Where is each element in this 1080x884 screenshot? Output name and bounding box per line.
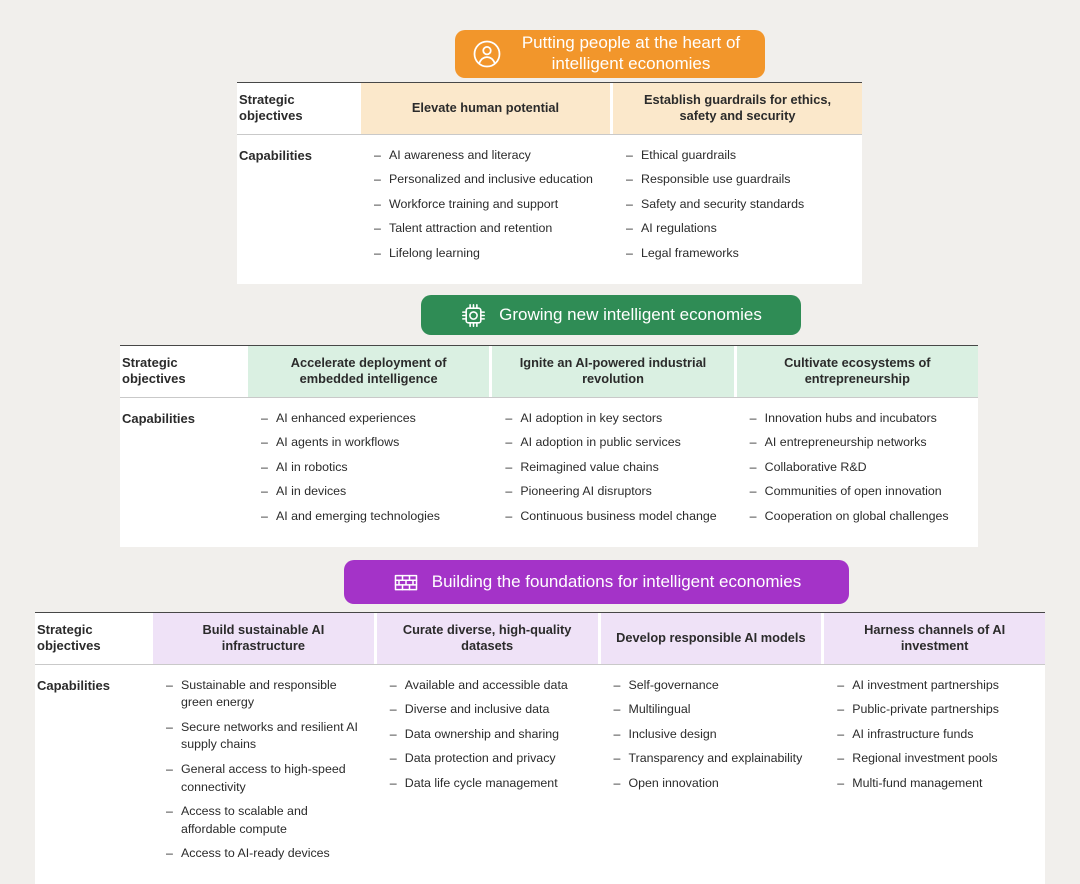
capability-cell: AI awareness and literacy Personalized a… (361, 134, 610, 284)
capability-item: AI in devices (261, 483, 479, 501)
capability-item: Open innovation (614, 775, 812, 793)
strategic-objectives-label: Strategic objectives (237, 83, 358, 134)
foundations-banner: Building the foundations for intelligent… (344, 560, 849, 604)
capability-item: Available and accessible data (390, 677, 588, 695)
capability-item: Workforce training and support (374, 196, 600, 214)
capability-item: Data ownership and sharing (390, 726, 588, 744)
capability-item: AI regulations (626, 220, 852, 238)
capability-item: AI awareness and literacy (374, 147, 600, 165)
capability-item: Data life cycle management (390, 775, 588, 793)
capability-item: Sustainable and responsible green energy (166, 677, 364, 712)
capability-item: Safety and security standards (626, 196, 852, 214)
capability-item: Collaborative R&D (750, 459, 968, 477)
column-header: Cultivate ecosystems of entrepreneurship (736, 346, 978, 397)
capability-item: Data protection and privacy (390, 750, 588, 768)
capability-item: Secure networks and resilient AI supply … (166, 719, 364, 754)
strategic-objectives-label: Strategic objectives (35, 613, 150, 664)
capability-item: Inclusive design (614, 726, 812, 744)
capability-list: Innovation hubs and incubators AI entrep… (750, 410, 968, 526)
column-header: Develop responsible AI models (600, 613, 822, 664)
capability-item: Continuous business model change (505, 508, 723, 526)
header-row: Strategic objectives Accelerate deployme… (120, 346, 978, 398)
section-title: Growing new intelligent economies (499, 304, 762, 324)
capability-item: Self-governance (614, 677, 812, 695)
capability-list: Ethical guardrails Responsible use guard… (626, 147, 852, 263)
section-growing: Growing new intelligent economies Strate… (120, 295, 978, 547)
capability-list: Sustainable and responsible green energy… (166, 677, 364, 863)
capability-item: General access to high-speed connectivit… (166, 761, 364, 796)
column-header: Establish guardrails for ethics, safety … (613, 83, 862, 134)
capability-item: Innovation hubs and incubators (750, 410, 968, 428)
capability-item: AI adoption in key sectors (505, 410, 723, 428)
section-title: Putting people at the heart of intellige… (521, 33, 741, 73)
column-header: Harness channels of AI investment (824, 613, 1045, 664)
capability-item: AI agents in workflows (261, 434, 479, 452)
capability-item: Access to scalable and affordable comput… (166, 803, 364, 838)
capability-cell: Ethical guardrails Responsible use guard… (613, 134, 862, 284)
capability-item: AI enhanced experiences (261, 410, 479, 428)
capability-item: Diverse and inclusive data (390, 701, 588, 719)
capability-item: Talent attraction and retention (374, 220, 600, 238)
capabilities-row: Capabilities AI awareness and literacy P… (237, 134, 862, 284)
capabilities-label: Capabilities (35, 664, 150, 884)
capability-list: Self-governance Multilingual Inclusive d… (614, 677, 812, 793)
bricks-icon (392, 568, 420, 596)
capabilities-label: Capabilities (120, 397, 245, 547)
capability-list: AI investment partnerships Public-privat… (837, 677, 1035, 793)
chip-icon (460, 302, 487, 329)
capability-item: Legal frameworks (626, 245, 852, 263)
column-header: Accelerate deployment of embedded intell… (248, 346, 490, 397)
capability-item: Transparency and explainability (614, 750, 812, 768)
capability-item: Access to AI-ready devices (166, 845, 364, 863)
header-row: Strategic objectives Build sustainable A… (35, 613, 1045, 665)
capability-cell: Innovation hubs and incubators AI entrep… (736, 397, 978, 547)
capability-item: AI adoption in public services (505, 434, 723, 452)
capabilities-label: Capabilities (237, 134, 358, 284)
capability-item: AI entrepreneurship networks (750, 434, 968, 452)
capability-item: Multilingual (614, 701, 812, 719)
capabilities-row: Capabilities Sustainable and responsible… (35, 664, 1045, 884)
capability-list: AI awareness and literacy Personalized a… (374, 147, 600, 263)
section-foundations: Building the foundations for intelligent… (35, 560, 1045, 884)
capability-item: AI infrastructure funds (837, 726, 1035, 744)
capability-cell: Self-governance Multilingual Inclusive d… (600, 664, 822, 884)
capability-item: AI and emerging technologies (261, 508, 479, 526)
capability-item: Personalized and inclusive education (374, 171, 600, 189)
column-header: Elevate human potential (361, 83, 610, 134)
capability-list: AI enhanced experiences AI agents in wor… (261, 410, 479, 526)
capability-cell: AI enhanced experiences AI agents in wor… (248, 397, 490, 547)
capability-item: Reimagined value chains (505, 459, 723, 477)
capability-item: Pioneering AI disruptors (505, 483, 723, 501)
column-header: Build sustainable AI infrastructure (153, 613, 374, 664)
people-table: Strategic objectives Elevate human poten… (237, 82, 862, 284)
capability-item: AI in robotics (261, 459, 479, 477)
person-icon (472, 39, 502, 69)
capability-item: AI investment partnerships (837, 677, 1035, 695)
capability-cell: Available and accessible data Diverse an… (376, 664, 598, 884)
section-people: Putting people at the heart of intellige… (237, 30, 862, 284)
column-header: Ignite an AI-powered industrial revoluti… (492, 346, 734, 397)
section-title: Building the foundations for intelligent… (431, 571, 802, 591)
capabilities-row: Capabilities AI enhanced experiences AI … (120, 397, 978, 547)
capability-item: Multi-fund management (837, 775, 1035, 793)
capability-list: Available and accessible data Diverse an… (390, 677, 588, 793)
growing-banner: Growing new intelligent economies (421, 295, 801, 335)
capability-list: AI adoption in key sectors AI adoption i… (505, 410, 723, 526)
capability-item: Ethical guardrails (626, 147, 852, 165)
capability-item: Responsible use guardrails (626, 171, 852, 189)
capability-item: Regional investment pools (837, 750, 1035, 768)
header-row: Strategic objectives Elevate human poten… (237, 83, 862, 135)
capability-cell: AI investment partnerships Public-privat… (824, 664, 1045, 884)
capability-item: Lifelong learning (374, 245, 600, 263)
capability-item: Public-private partnerships (837, 701, 1035, 719)
column-header: Curate diverse, high-quality datasets (376, 613, 598, 664)
capability-cell: Sustainable and responsible green energy… (153, 664, 374, 884)
capability-item: Cooperation on global challenges (750, 508, 968, 526)
people-banner: Putting people at the heart of intellige… (455, 30, 765, 78)
foundations-table: Strategic objectives Build sustainable A… (35, 612, 1045, 884)
strategic-objectives-label: Strategic objectives (120, 346, 245, 397)
growing-table: Strategic objectives Accelerate deployme… (120, 345, 978, 547)
capability-item: Communities of open innovation (750, 483, 968, 501)
capability-cell: AI adoption in key sectors AI adoption i… (492, 397, 734, 547)
